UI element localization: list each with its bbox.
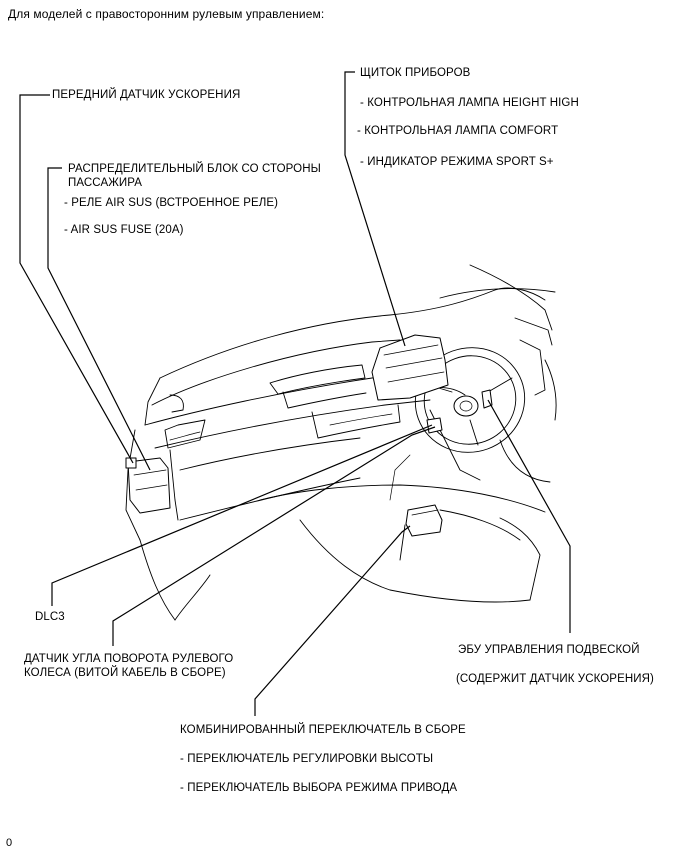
label-suspension-ecu: ЭБУ УПРАВЛЕНИЯ ПОДВЕСКОЙ	[458, 644, 640, 656]
dlc3-drawing	[426, 417, 443, 434]
label-height-high-lamp: - КОНТРОЛЬНАЯ ЛАМПА HEIGHT HIGH	[360, 97, 579, 109]
label-combination-switch: КОМБИНИРОВАННЫЙ ПЕРЕКЛЮЧАТЕЛЬ В СБОРЕ	[180, 724, 466, 736]
label-air-sus-fuse: - AIR SUS FUSE (20A)	[64, 224, 184, 236]
label-drive-mode-switch: - ПЕРЕКЛЮЧАТЕЛЬ ВЫБОРА РЕЖИМА ПРИВОДА	[180, 782, 458, 794]
page-title: Для моделей с правосторонним рулевым упр…	[8, 7, 325, 21]
leader-steering-sensor	[112, 426, 436, 646]
leader-suspension-ecu	[487, 399, 571, 633]
leader-junction-block	[47, 167, 151, 471]
label-junction-block-line1: РАСПРЕДЕЛИТЕЛЬНЫЙ БЛОК СО СТОРОНЫ	[68, 163, 321, 175]
leader-combination-meter	[344, 71, 406, 347]
figure-code: 0	[6, 837, 13, 849]
label-front-accel-sensor: ПЕРЕДНИЙ ДАТЧИК УСКОРЕНИЯ	[52, 89, 241, 101]
leader-combination-switch	[254, 525, 411, 716]
label-suspension-ecu-note: (СОДЕРЖИТ ДАТЧИК УСКОРЕНИЯ)	[456, 673, 654, 685]
spiral-cable-drawing	[453, 395, 479, 417]
label-comfort-lamp: - КОНТРОЛЬНАЯ ЛАМПА COMFORT	[357, 125, 559, 137]
label-junction-block-line2: ПАССАЖИРА	[68, 177, 143, 189]
leader-lines	[19, 71, 571, 716]
label-dlc3: DLC3	[35, 611, 65, 623]
label-height-switch: - ПЕРЕКЛЮЧАТЕЛЬ РЕГУЛИРОВКИ ВЫСОТЫ	[180, 753, 434, 765]
combination-meter-drawing	[371, 334, 449, 401]
label-steering-sensor-line2: КОЛЕСА (ВИТОЙ КАБЕЛЬ В СБОРЕ)	[24, 667, 226, 679]
junction-block-drawing	[125, 457, 171, 514]
leader-front-accel-sensor	[19, 94, 134, 464]
leader-dlc3	[51, 424, 433, 606]
label-steering-sensor-line1: ДАТЧИК УГЛА ПОВОРОТА РУЛЕВОГО	[24, 653, 234, 665]
label-air-sus-relay: - РЕЛЕ AIR SUS (ВСТРОЕННОЕ РЕЛЕ)	[64, 197, 279, 209]
combination-switch-drawing	[405, 504, 443, 537]
label-sport-indicator: - ИНДИКАТОР РЕЖИМА SPORT S+	[360, 156, 554, 168]
dashboard-drawing	[125, 264, 557, 621]
label-combination-meter: ЩИТОК ПРИБОРОВ	[360, 67, 471, 79]
